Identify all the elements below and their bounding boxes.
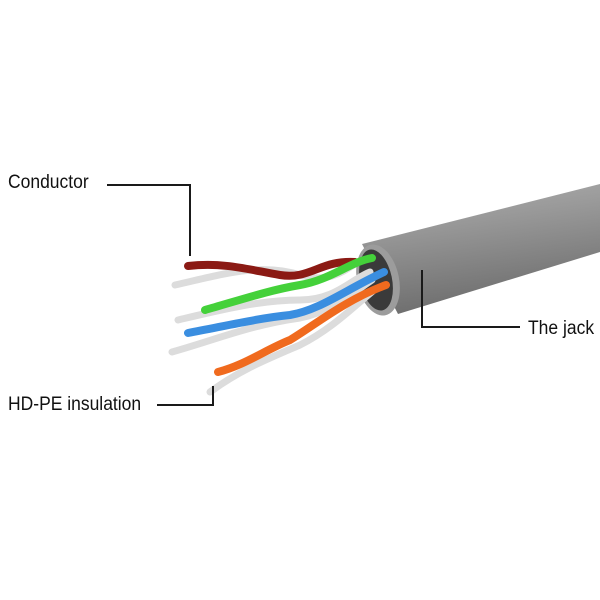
blue-wire <box>184 268 388 337</box>
green-wire <box>201 254 376 314</box>
brown-wire <box>184 257 359 280</box>
jacket-leader <box>421 270 520 328</box>
insulation-label: HD-PE insulation <box>8 394 142 415</box>
conductor-label: Conductor <box>8 172 89 193</box>
orange-wire <box>214 281 390 376</box>
jacket-label: The jack <box>528 318 595 339</box>
conductor-leader <box>107 184 191 256</box>
leader-lines <box>107 184 520 406</box>
insulation-leader <box>157 386 214 406</box>
